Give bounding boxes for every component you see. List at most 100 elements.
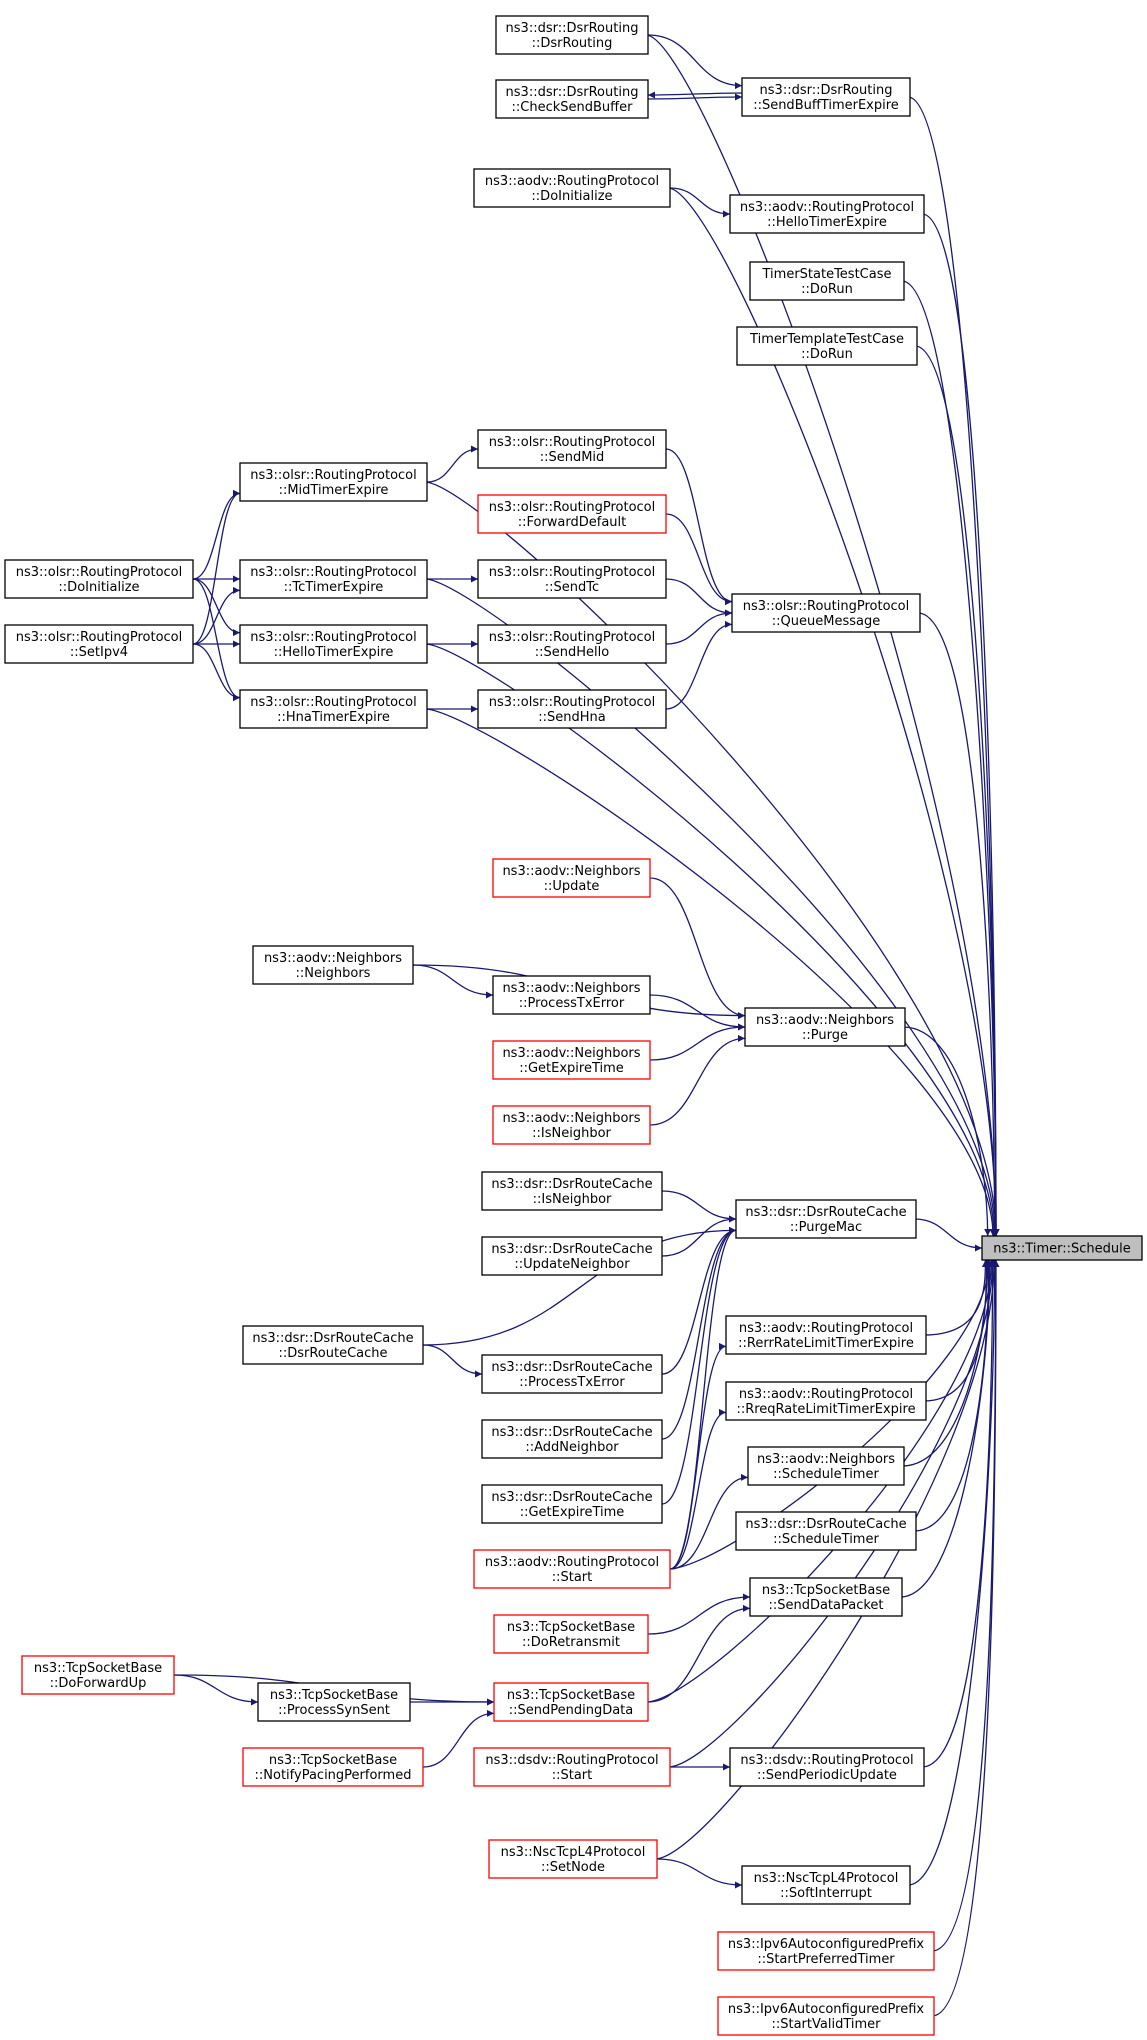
node-ns3-tcp-socket-base-process-syn-sent[interactable]: ns3::TcpSocketBase::ProcessSynSent: [257, 1682, 411, 1722]
node-ns3-dsr-dsr-route-cache-add-neighbor[interactable]: ns3::dsr::DsrRouteCache::AddNeighbor: [481, 1419, 663, 1459]
node-ns3-olsr-routing-protocol-queue-message[interactable]: ns3::olsr::RoutingProtocol::QueueMessage: [731, 593, 921, 633]
node-box: [741, 1865, 911, 1905]
node-label: ns3::aodv::RoutingProtocol: [485, 174, 659, 189]
node-box: [492, 1040, 651, 1080]
node-ns3-aodv-neighbors-is-neighbor[interactable]: ns3::aodv::Neighbors::IsNeighbor: [492, 1105, 651, 1145]
edge-nb-getexp-to-nb-purge: [649, 1023, 746, 1061]
node-ns3-dsr-dsr-routing-send-buff-timer-expire[interactable]: ns3::dsr::DsrRouting::SendBuffTimerExpir…: [741, 77, 911, 117]
node-ns3-olsr-routing-protocol-send-tc[interactable]: ns3::olsr::RoutingProtocol::SendTc: [477, 559, 667, 599]
node-box: [21, 1655, 175, 1695]
node-ns3-dsr-dsr-routing-check-send-buffer[interactable]: ns3::dsr::DsrRouting::CheckSendBuffer: [495, 79, 649, 119]
node-ns3-ipv6autoconfigured-prefix-start-valid-timer[interactable]: ns3::Ipv6AutoconfiguredPrefix::StartVali…: [717, 1996, 935, 2036]
node-label: ns3::TcpSocketBase: [507, 1620, 635, 1635]
node-ns3-tcp-socket-base-send-data-packet[interactable]: ns3::TcpSocketBase::SendDataPacket: [749, 1577, 903, 1617]
node-ns3-olsr-routing-protocol-forward-default[interactable]: ns3::olsr::RoutingProtocol::ForwardDefau…: [477, 494, 667, 534]
node-ns3-aodv-neighbors-get-expire-time[interactable]: ns3::aodv::Neighbors::GetExpireTime: [492, 1040, 651, 1080]
node-label: ns3::TcpSocketBase: [270, 1688, 398, 1703]
node-ns3-aodv-neighbors-purge[interactable]: ns3::aodv::Neighbors::Purge: [744, 1007, 906, 1047]
node-ns3-dsr-dsr-route-cache-purge-mac[interactable]: ns3::dsr::DsrRouteCache::PurgeMac: [735, 1199, 917, 1239]
node-ns3-aodv-neighbors-neighbors[interactable]: ns3::aodv::Neighbors::Neighbors: [252, 945, 414, 985]
node-ns3-olsr-routing-protocol-set-ipv4[interactable]: ns3::olsr::RoutingProtocol::SetIpv4: [4, 624, 194, 664]
node-label: ::RreqRateLimitTimerExpire: [736, 1402, 915, 1417]
node-box: [473, 1747, 671, 1787]
node-ns3-tcp-socket-base-do-forward-up[interactable]: ns3::TcpSocketBase::DoForwardUp: [21, 1655, 175, 1695]
edge-nsc-setnode-to-timer: [654, 1259, 998, 1860]
node-ns3-nsc-tcp-l4protocol-set-node[interactable]: ns3::NscTcpL4Protocol::SetNode: [488, 1839, 658, 1879]
node-box: [481, 1236, 663, 1276]
node-box: [239, 624, 428, 664]
node-label: ::ScheduleTimer: [773, 1532, 879, 1547]
node-label: ::ProcessTxError: [519, 996, 625, 1011]
node-ns3-timer-schedule[interactable]: ns3::Timer::Schedule: [981, 1235, 1143, 1261]
edge-dsdv-periodic-to-timer: [921, 1259, 997, 1768]
node-label: ns3::dsdv::RoutingProtocol: [740, 1753, 913, 1768]
node-label: ::TcTimerExpire: [284, 580, 384, 595]
node-box: [242, 1747, 424, 1787]
node-box: [492, 1105, 651, 1145]
node-label: ns3::TcpSocketBase: [762, 1583, 890, 1598]
node-label: ::StartValidTimer: [771, 2017, 881, 2032]
node-ns3-dsr-dsr-route-cache-schedule-timer[interactable]: ns3::dsr::DsrRouteCache::ScheduleTimer: [735, 1511, 917, 1551]
node-label: ns3::aodv::RoutingProtocol: [485, 1555, 659, 1570]
node-ns3-tcp-socket-base-notify-pacing-performed[interactable]: ns3::TcpSocketBase::NotifyPacingPerforme…: [242, 1747, 424, 1787]
node-ns3-dsdv-routing-protocol-send-periodic-update[interactable]: ns3::dsdv::RoutingProtocol::SendPeriodic…: [729, 1747, 925, 1787]
node-ns3-olsr-routing-protocol-hello-timer-expire[interactable]: ns3::olsr::RoutingProtocol::HelloTimerEx…: [239, 624, 428, 664]
node-ns3-dsdv-routing-protocol-start[interactable]: ns3::dsdv::RoutingProtocol::Start: [473, 1747, 671, 1787]
edge-olsr-hello-to-timer: [424, 643, 998, 1237]
node-ns3-olsr-routing-protocol-mid-timer-expire[interactable]: ns3::olsr::RoutingProtocol::MidTimerExpi…: [239, 462, 428, 502]
node-ns3-aodv-neighbors-schedule-timer[interactable]: ns3::aodv::Neighbors::ScheduleTimer: [747, 1446, 905, 1486]
node-box: [473, 1549, 671, 1589]
edge-timertemplate-to-timer: [914, 345, 1000, 1237]
node-box: [239, 689, 428, 729]
node-ns3-aodv-routing-protocol-do-initialize[interactable]: ns3::aodv::RoutingProtocol::DoInitialize: [473, 168, 671, 208]
node-label: ns3::olsr::RoutingProtocol: [489, 565, 656, 580]
node-ns3-dsr-dsr-routing-dsr-routing[interactable]: ns3::dsr::DsrRouting::DsrRouting: [495, 15, 649, 55]
edge-tcp-sendpend-to-tcp-senddata: [647, 1604, 751, 1703]
node-label: ns3::TcpSocketBase: [507, 1688, 635, 1703]
node-box: [481, 1419, 663, 1459]
node-ns3-aodv-neighbors-process-tx-error[interactable]: ns3::aodv::Neighbors::ProcessTxError: [492, 975, 651, 1015]
node-ns3-ipv6autoconfigured-prefix-start-preferred-timer[interactable]: ns3::Ipv6AutoconfiguredPrefix::StartPref…: [717, 1931, 935, 1971]
node-label: ns3::Ipv6AutoconfiguredPrefix: [728, 2002, 924, 2017]
node-ns3-aodv-neighbors-update[interactable]: ns3::aodv::Neighbors::Update: [492, 858, 651, 898]
node-ns3-olsr-routing-protocol-send-hna[interactable]: ns3::olsr::RoutingProtocol::SendHna: [477, 689, 667, 729]
edge-nb-ptx-to-nb-purge: [649, 994, 746, 1031]
edge-rc-ctor-to-rc-purgemac: [422, 1226, 737, 1346]
node-box: [731, 593, 921, 633]
node-label: ns3::TcpSocketBase: [269, 1753, 397, 1768]
node-ns3-olsr-routing-protocol-tc-timer-expire[interactable]: ns3::olsr::RoutingProtocol::TcTimerExpir…: [239, 559, 428, 599]
node-timer-template-test-case-do-run[interactable]: TimerTemplateTestCase::DoRun: [736, 326, 918, 366]
node-ns3-dsr-dsr-route-cache-is-neighbor[interactable]: ns3::dsr::DsrRouteCache::IsNeighbor: [481, 1171, 663, 1211]
node-label: ::DoInitialize: [58, 580, 139, 595]
node-box: [495, 15, 649, 55]
edge-tcp-senddata-to-timer: [899, 1259, 994, 1598]
node-label: ns3::olsr::RoutingProtocol: [489, 435, 656, 450]
node-ns3-dsr-dsr-route-cache-update-neighbor[interactable]: ns3::dsr::DsrRouteCache::UpdateNeighbor: [481, 1236, 663, 1276]
node-ns3-olsr-routing-protocol-hna-timer-expire[interactable]: ns3::olsr::RoutingProtocol::HnaTimerExpi…: [239, 689, 428, 729]
node-ns3-aodv-routing-protocol-rerr-rate-limit-timer-expire[interactable]: ns3::aodv::RoutingProtocol::RerrRateLimi…: [725, 1315, 927, 1355]
edge-aodv-doinit-to-timer: [667, 187, 1000, 1237]
node-ns3-dsr-dsr-route-cache-dsr-route-cache[interactable]: ns3::dsr::DsrRouteCache::DsrRouteCache: [242, 1325, 424, 1365]
node-label: ::DsrRouteCache: [278, 1346, 387, 1361]
node-ns3-aodv-routing-protocol-rreq-rate-limit-timer-expire[interactable]: ns3::aodv::RoutingProtocol::RreqRateLimi…: [725, 1381, 927, 1421]
node-label: ns3::dsr::DsrRouteCache: [491, 1360, 652, 1375]
node-label: ::GetExpireTime: [519, 1061, 624, 1076]
node-box: [725, 1381, 927, 1421]
edge-olsr-sendtc-to-olsr-queue: [665, 578, 733, 617]
node-label: ns3::dsdv::RoutingProtocol: [485, 1753, 658, 1768]
node-ns3-aodv-routing-protocol-hello-timer-expire[interactable]: ns3::aodv::RoutingProtocol::HelloTimerEx…: [729, 194, 925, 234]
node-ns3-dsr-dsr-route-cache-process-tx-error[interactable]: ns3::dsr::DsrRouteCache::ProcessTxError: [481, 1354, 663, 1394]
node-label: ns3::Timer::Schedule: [993, 1242, 1130, 1257]
node-ns3-dsr-dsr-route-cache-get-expire-time[interactable]: ns3::dsr::DsrRouteCache::GetExpireTime: [481, 1484, 663, 1524]
node-ns3-olsr-routing-protocol-send-mid[interactable]: ns3::olsr::RoutingProtocol::SendMid: [477, 429, 667, 469]
node-ns3-olsr-routing-protocol-send-hello[interactable]: ns3::olsr::RoutingProtocol::SendHello: [477, 624, 667, 664]
edge-aodv-rerr-to-timer: [923, 1259, 989, 1336]
node-label: ns3::dsr::DsrRouteCache: [491, 1425, 652, 1440]
node-ns3-tcp-socket-base-send-pending-data[interactable]: ns3::TcpSocketBase::SendPendingData: [493, 1682, 649, 1722]
node-ns3-tcp-socket-base-do-retransmit[interactable]: ns3::TcpSocketBase::DoRetransmit: [493, 1614, 649, 1654]
node-ns3-aodv-routing-protocol-start[interactable]: ns3::aodv::RoutingProtocol::Start: [473, 1549, 671, 1589]
node-label: ns3::dsr::DsrRouteCache: [252, 1331, 413, 1346]
node-ns3-olsr-routing-protocol-do-initialize[interactable]: ns3::olsr::RoutingProtocol::DoInitialize: [4, 559, 194, 599]
node-timer-state-test-case-do-run[interactable]: TimerStateTestCase::DoRun: [749, 261, 905, 301]
node-ns3-nsc-tcp-l4protocol-soft-interrupt[interactable]: ns3::NscTcpL4Protocol::SoftInterrupt: [741, 1865, 911, 1905]
